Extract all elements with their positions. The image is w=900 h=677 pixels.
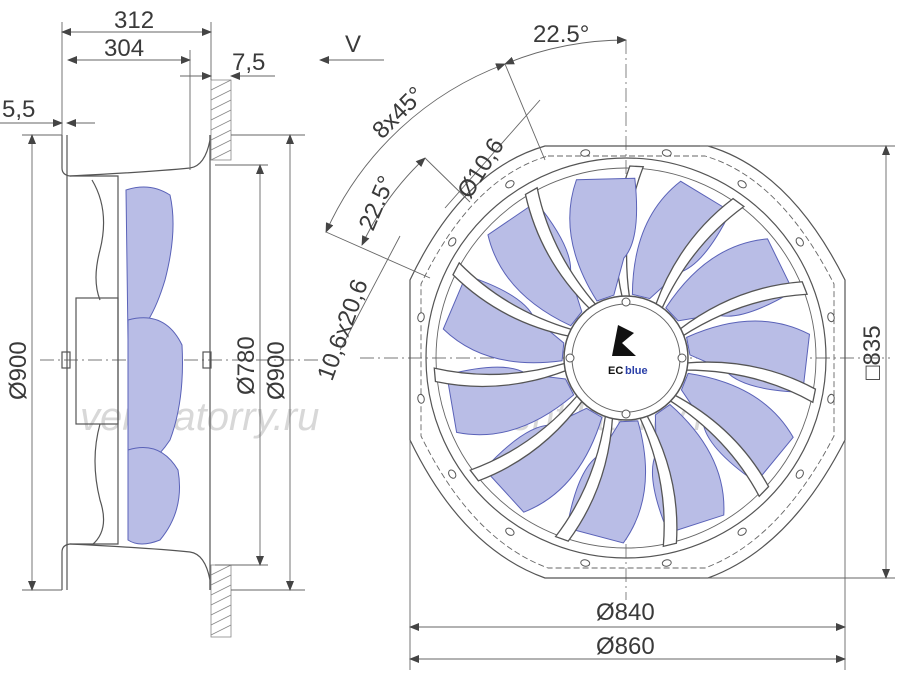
impeller-blade [487, 201, 583, 327]
arc-pattern [325, 63, 506, 233]
leader-hole [444, 99, 541, 209]
mounting-hole [580, 559, 591, 567]
watermark-left: ventilatorry.ru [80, 395, 319, 439]
support-strut [433, 362, 568, 388]
dim-offset: 5,5 [2, 96, 35, 123]
mounting-hole [661, 559, 672, 567]
housing-bottom-curve [69, 543, 211, 590]
mounting-hole [827, 312, 835, 323]
impeller-blade [631, 180, 732, 300]
support-strut [678, 281, 809, 338]
dim-inner-dia-2: Ø900 [263, 341, 290, 400]
front-view: V EC blue 22.5° 8x45° 22.5° [312, 21, 895, 670]
impeller-blade [680, 372, 794, 484]
mounting-hole [580, 149, 591, 157]
impeller-blade [569, 177, 638, 302]
support-strut [684, 361, 817, 404]
outer-ring [425, 157, 827, 559]
wall-hatch-top [210, 79, 232, 161]
support-strut [452, 261, 574, 338]
mounting-hole [417, 393, 425, 404]
support-strut [638, 413, 678, 548]
dim-flange: 7,5 [232, 49, 265, 76]
dim-outer-dia: Ø900 [5, 341, 32, 400]
support-strut [469, 393, 584, 482]
motor-body [75, 297, 119, 425]
housing-top-curve [69, 135, 211, 177]
impeller-blades [433, 165, 817, 548]
hub-inner [571, 303, 681, 413]
logo-text-ec: EC [608, 365, 623, 377]
logo-text-blue: blue [625, 365, 648, 377]
mounting-holes [417, 149, 835, 567]
view-label: V [345, 31, 361, 58]
side-blade-1 [125, 186, 174, 341]
dim-square: □835 [859, 325, 886, 380]
mounting-hole [448, 469, 457, 479]
leader-slot [339, 235, 401, 351]
logo-mark-icon [612, 325, 636, 356]
mounting-hole [417, 312, 425, 323]
dim-slot: 10,6x20,6 [312, 276, 373, 384]
mounting-hole [795, 237, 804, 247]
dim-bolt-circle: Ø840 [596, 599, 655, 626]
dim-inner-dia-1: Ø780 [233, 336, 260, 395]
support-strut [667, 393, 770, 498]
mounting-hole [448, 237, 457, 247]
dim-total-depth: 312 [114, 7, 154, 34]
side-blade-2 [127, 317, 183, 471]
dim-hole: Ø10,6 [452, 133, 510, 203]
support-strut [524, 186, 598, 311]
mounting-hole [661, 149, 672, 157]
dim-angle-mid: 22.5° [354, 172, 401, 234]
support-strut [554, 413, 614, 542]
mounting-hole [505, 527, 515, 536]
ecblue-logo: EC blue [608, 325, 648, 377]
mounting-hole [737, 527, 747, 536]
mounting-hole [795, 469, 804, 479]
dim-angle-top: 22.5° [533, 21, 589, 48]
side-blade-3 [127, 447, 181, 545]
impeller-blade [442, 274, 565, 364]
dim-pattern: 8x45° [367, 82, 430, 145]
arc-angle-top [504, 36, 627, 65]
dim-inner-depth: 304 [104, 35, 144, 62]
support-strut [654, 197, 746, 311]
dim-outer: Ø860 [596, 633, 655, 660]
mounting-hole [827, 393, 835, 404]
impeller-blade [483, 407, 603, 513]
side-view: 312 304 7,5 5,5 Ø900 Ø780 Ø900 [0, 7, 330, 638]
mounting-hole [737, 180, 747, 189]
arc-angle-mid [361, 157, 426, 246]
mounting-hole [505, 180, 515, 189]
wall-hatch-bottom [210, 564, 232, 638]
